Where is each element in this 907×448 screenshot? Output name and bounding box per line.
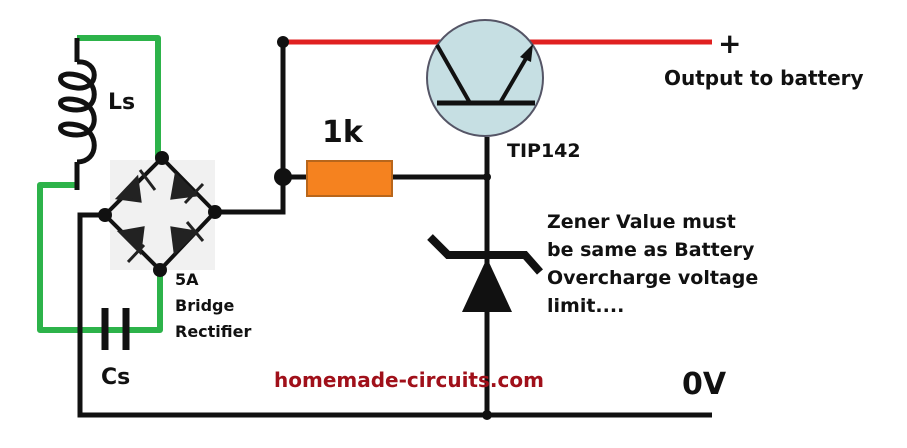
bridge-label-line1: Bridge <box>175 296 235 315</box>
note-line: Zener Value must <box>547 211 736 233</box>
inductor-ls <box>58 38 97 190</box>
capacitor-cs <box>101 308 130 350</box>
note-line: limit.... <box>547 295 625 317</box>
transistor-label: TIP142 <box>507 140 581 162</box>
junction-nodes <box>274 36 492 420</box>
note-line: be same as Battery <box>547 239 755 261</box>
transistor-tip142 <box>426 19 544 137</box>
output-label: Output to battery <box>664 66 864 90</box>
watermark-text: homemade-circuits.com <box>274 368 544 392</box>
resistor-label: 1k <box>322 115 363 150</box>
inductor-label: Ls <box>108 90 136 115</box>
ground-label: 0V <box>682 367 727 402</box>
bridge-rating-label: 5A <box>175 270 199 289</box>
note-line: Overcharge voltage <box>547 267 759 289</box>
green-wires <box>37 35 163 333</box>
resistor-1k <box>306 160 393 197</box>
capacitor-label: Cs <box>101 365 131 390</box>
plus-terminal-label: + <box>718 27 742 60</box>
zener-note: Zener Value must be same as Battery Over… <box>547 208 758 320</box>
bridge-label-line2: Rectifier <box>175 322 252 341</box>
bridge-rectifier <box>98 151 222 277</box>
zener-diode <box>427 234 543 312</box>
